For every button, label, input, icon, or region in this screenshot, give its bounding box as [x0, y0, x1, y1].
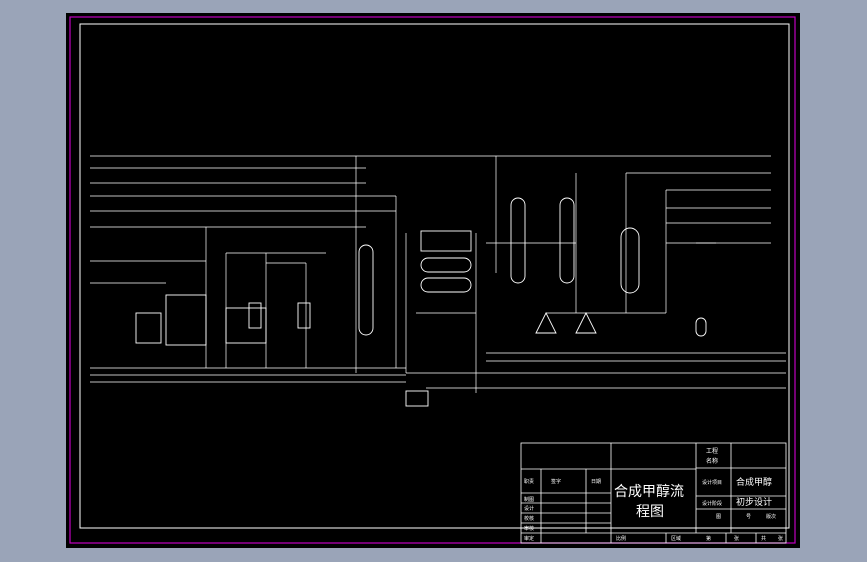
company-label-1: 工程 — [706, 447, 718, 455]
title-main-line2: 程图 — [636, 504, 664, 520]
title-block — [520, 442, 787, 544]
side-label-draw: 制图 — [524, 496, 534, 503]
version-label: 版次 — [766, 513, 776, 520]
project-name-value: 合成甲醇 — [736, 476, 772, 488]
side-label-design: 设计 — [524, 505, 534, 512]
equipment — [135, 197, 707, 407]
side-label-approve: 审定 — [524, 535, 534, 542]
side-label-review: 审核 — [524, 525, 534, 532]
design-stage-label: 设计阶段 — [702, 500, 722, 507]
exchanger-1 — [420, 257, 472, 273]
process-lines — [90, 155, 786, 393]
title-main-line1: 合成甲醇流 — [614, 483, 684, 500]
inner-frame — [79, 23, 790, 529]
side-label-check: 校核 — [524, 515, 534, 522]
bottom-label-no: 第 — [706, 535, 711, 542]
design-stage-value: 初步设计 — [736, 496, 772, 508]
bottom-label-area: 区域 — [671, 535, 681, 542]
title-block-text: 工程 名称 设计项目 合成甲醇 设计阶段 初步设计 图 号 版次 合成甲醇流 程… — [524, 447, 783, 542]
bottom-label-total: 共 — [761, 535, 766, 542]
outer-frame — [69, 16, 796, 544]
drawing-canvas: 工程 名称 设计项目 合成甲醇 设计阶段 初步设计 图 号 版次 合成甲醇流 程… — [66, 13, 800, 548]
company-label-2: 名称 — [706, 457, 718, 465]
drawing-no-label: 图 — [716, 514, 721, 520]
row-label-date: 日期 — [591, 479, 601, 485]
row-label-duty: 职责 — [524, 478, 534, 485]
bottom-label-sheets: 张 — [778, 535, 783, 542]
vessel-right — [695, 317, 707, 337]
column-4 — [620, 227, 640, 294]
exchanger-2 — [420, 277, 472, 293]
drawing-no-label2: 号 — [746, 514, 751, 520]
row-label-sign: 签字 — [551, 478, 561, 485]
column-1 — [358, 244, 374, 336]
process-flow-diagram: 工程 名称 设计项目 合成甲醇 设计阶段 初步设计 图 号 版次 合成甲醇流 程… — [69, 16, 796, 544]
bottom-label-sheet: 张 — [734, 535, 739, 542]
bottom-label-scale: 比例 — [616, 535, 626, 542]
project-name-label: 设计项目 — [702, 479, 722, 486]
column-3 — [559, 197, 575, 284]
column-2 — [510, 197, 526, 284]
